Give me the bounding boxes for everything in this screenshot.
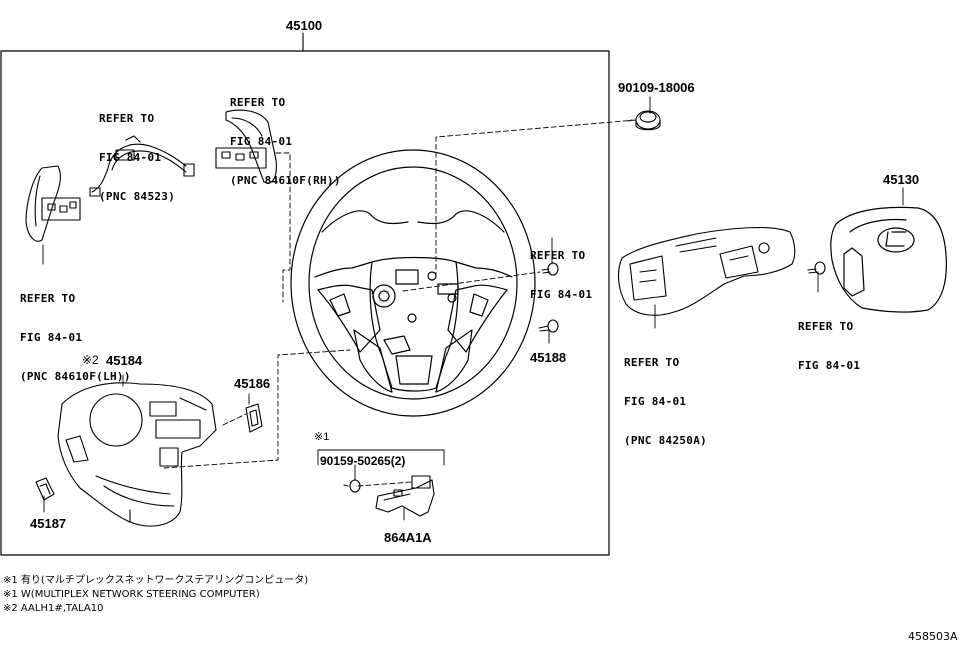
footnote-2: ※2 AALH1#,TALA10: [3, 603, 104, 614]
assembly-frame: [0, 50, 610, 556]
steering-computer-864a1a: [375, 475, 435, 517]
screw-right-icon: [807, 261, 826, 275]
steering-pad-switch: [617, 226, 796, 316]
part-number-45100[interactable]: 45100: [286, 18, 323, 33]
paddle-switch-rh: [215, 109, 277, 184]
screw-45188-icon: [538, 319, 559, 333]
refer-label-84610f-lh[interactable]: REFER TO FIG 84-01 (PNC 84610F(LH)): [20, 266, 131, 396]
refer-label-84610f-rh[interactable]: REFER TO FIG 84-01 (PNC 84610F(RH)): [230, 70, 341, 200]
refer-line: FIG 84-01: [99, 151, 162, 164]
part-number-45184-mark: ※2: [82, 353, 99, 367]
screw-center-icon: [541, 262, 559, 276]
refer-line: (PNC 84610F(RH)): [230, 174, 341, 187]
diagram-id: 458503A: [908, 630, 958, 643]
refer-line: REFER TO: [624, 356, 680, 369]
mark-note-1: ※1: [314, 431, 330, 443]
dashed-connections: [163, 119, 637, 487]
airbag-45130: [830, 206, 947, 313]
part-number-45188[interactable]: 45188: [530, 350, 567, 365]
refer-line: FIG 84-01: [530, 288, 593, 301]
refer-line: REFER TO: [230, 96, 286, 109]
screw-90159-icon: [343, 479, 361, 493]
refer-label-84523[interactable]: REFER TO FIG 84-01 (PNC 84523): [99, 86, 175, 216]
part-number-45130[interactable]: 45130: [883, 172, 920, 187]
paddle-switch-lh: [25, 165, 81, 242]
refer-line: REFER TO: [99, 112, 155, 125]
refer-label-center[interactable]: REFER TO FIG 84-01: [530, 223, 592, 314]
refer-line: (PNC 84523): [99, 190, 176, 203]
bolt-90109-icon: [627, 110, 661, 131]
clip-45186-icon: [245, 403, 263, 433]
footnote-1-en: ※1 W(MULTIPLEX NETWORK STEERING COMPUTER…: [3, 589, 260, 600]
part-number-45186[interactable]: 45186: [234, 376, 271, 391]
part-number-90159[interactable]: 90159-50265(2): [320, 454, 406, 468]
refer-line: (PNC 84610F(LH)): [20, 370, 131, 383]
part-number-90109[interactable]: 90109-18006: [618, 80, 695, 95]
part-number-45184[interactable]: 45184: [106, 353, 143, 368]
refer-line: FIG 84-01: [20, 331, 83, 344]
part-number-45187[interactable]: 45187: [30, 516, 67, 531]
refer-line: REFER TO: [798, 320, 854, 333]
lexus-emblem-icon: [877, 227, 915, 253]
refer-line: FIG 84-01: [798, 359, 861, 372]
refer-line: (PNC 84250A): [624, 434, 708, 447]
refer-label-right[interactable]: REFER TO FIG 84-01: [798, 294, 860, 385]
wire-harness: [89, 135, 195, 197]
footnote-1-jp: ※1 有り(マルチプレックスネットワークステアリングコンピュータ): [3, 575, 309, 586]
lower-cover-45184: [57, 382, 217, 527]
refer-line: REFER TO: [530, 249, 586, 262]
refer-line: FIG 84-01: [230, 135, 293, 148]
refer-line: FIG 84-01: [624, 395, 687, 408]
steering-wheel: [290, 149, 536, 417]
leader-lines: [42, 96, 904, 521]
refer-label-84250a[interactable]: REFER TO FIG 84-01 (PNC 84250A): [624, 330, 707, 460]
cap-45187-icon: [35, 477, 55, 501]
part-number-864a1a[interactable]: 864A1A: [384, 530, 432, 545]
refer-line: REFER TO: [20, 292, 76, 305]
